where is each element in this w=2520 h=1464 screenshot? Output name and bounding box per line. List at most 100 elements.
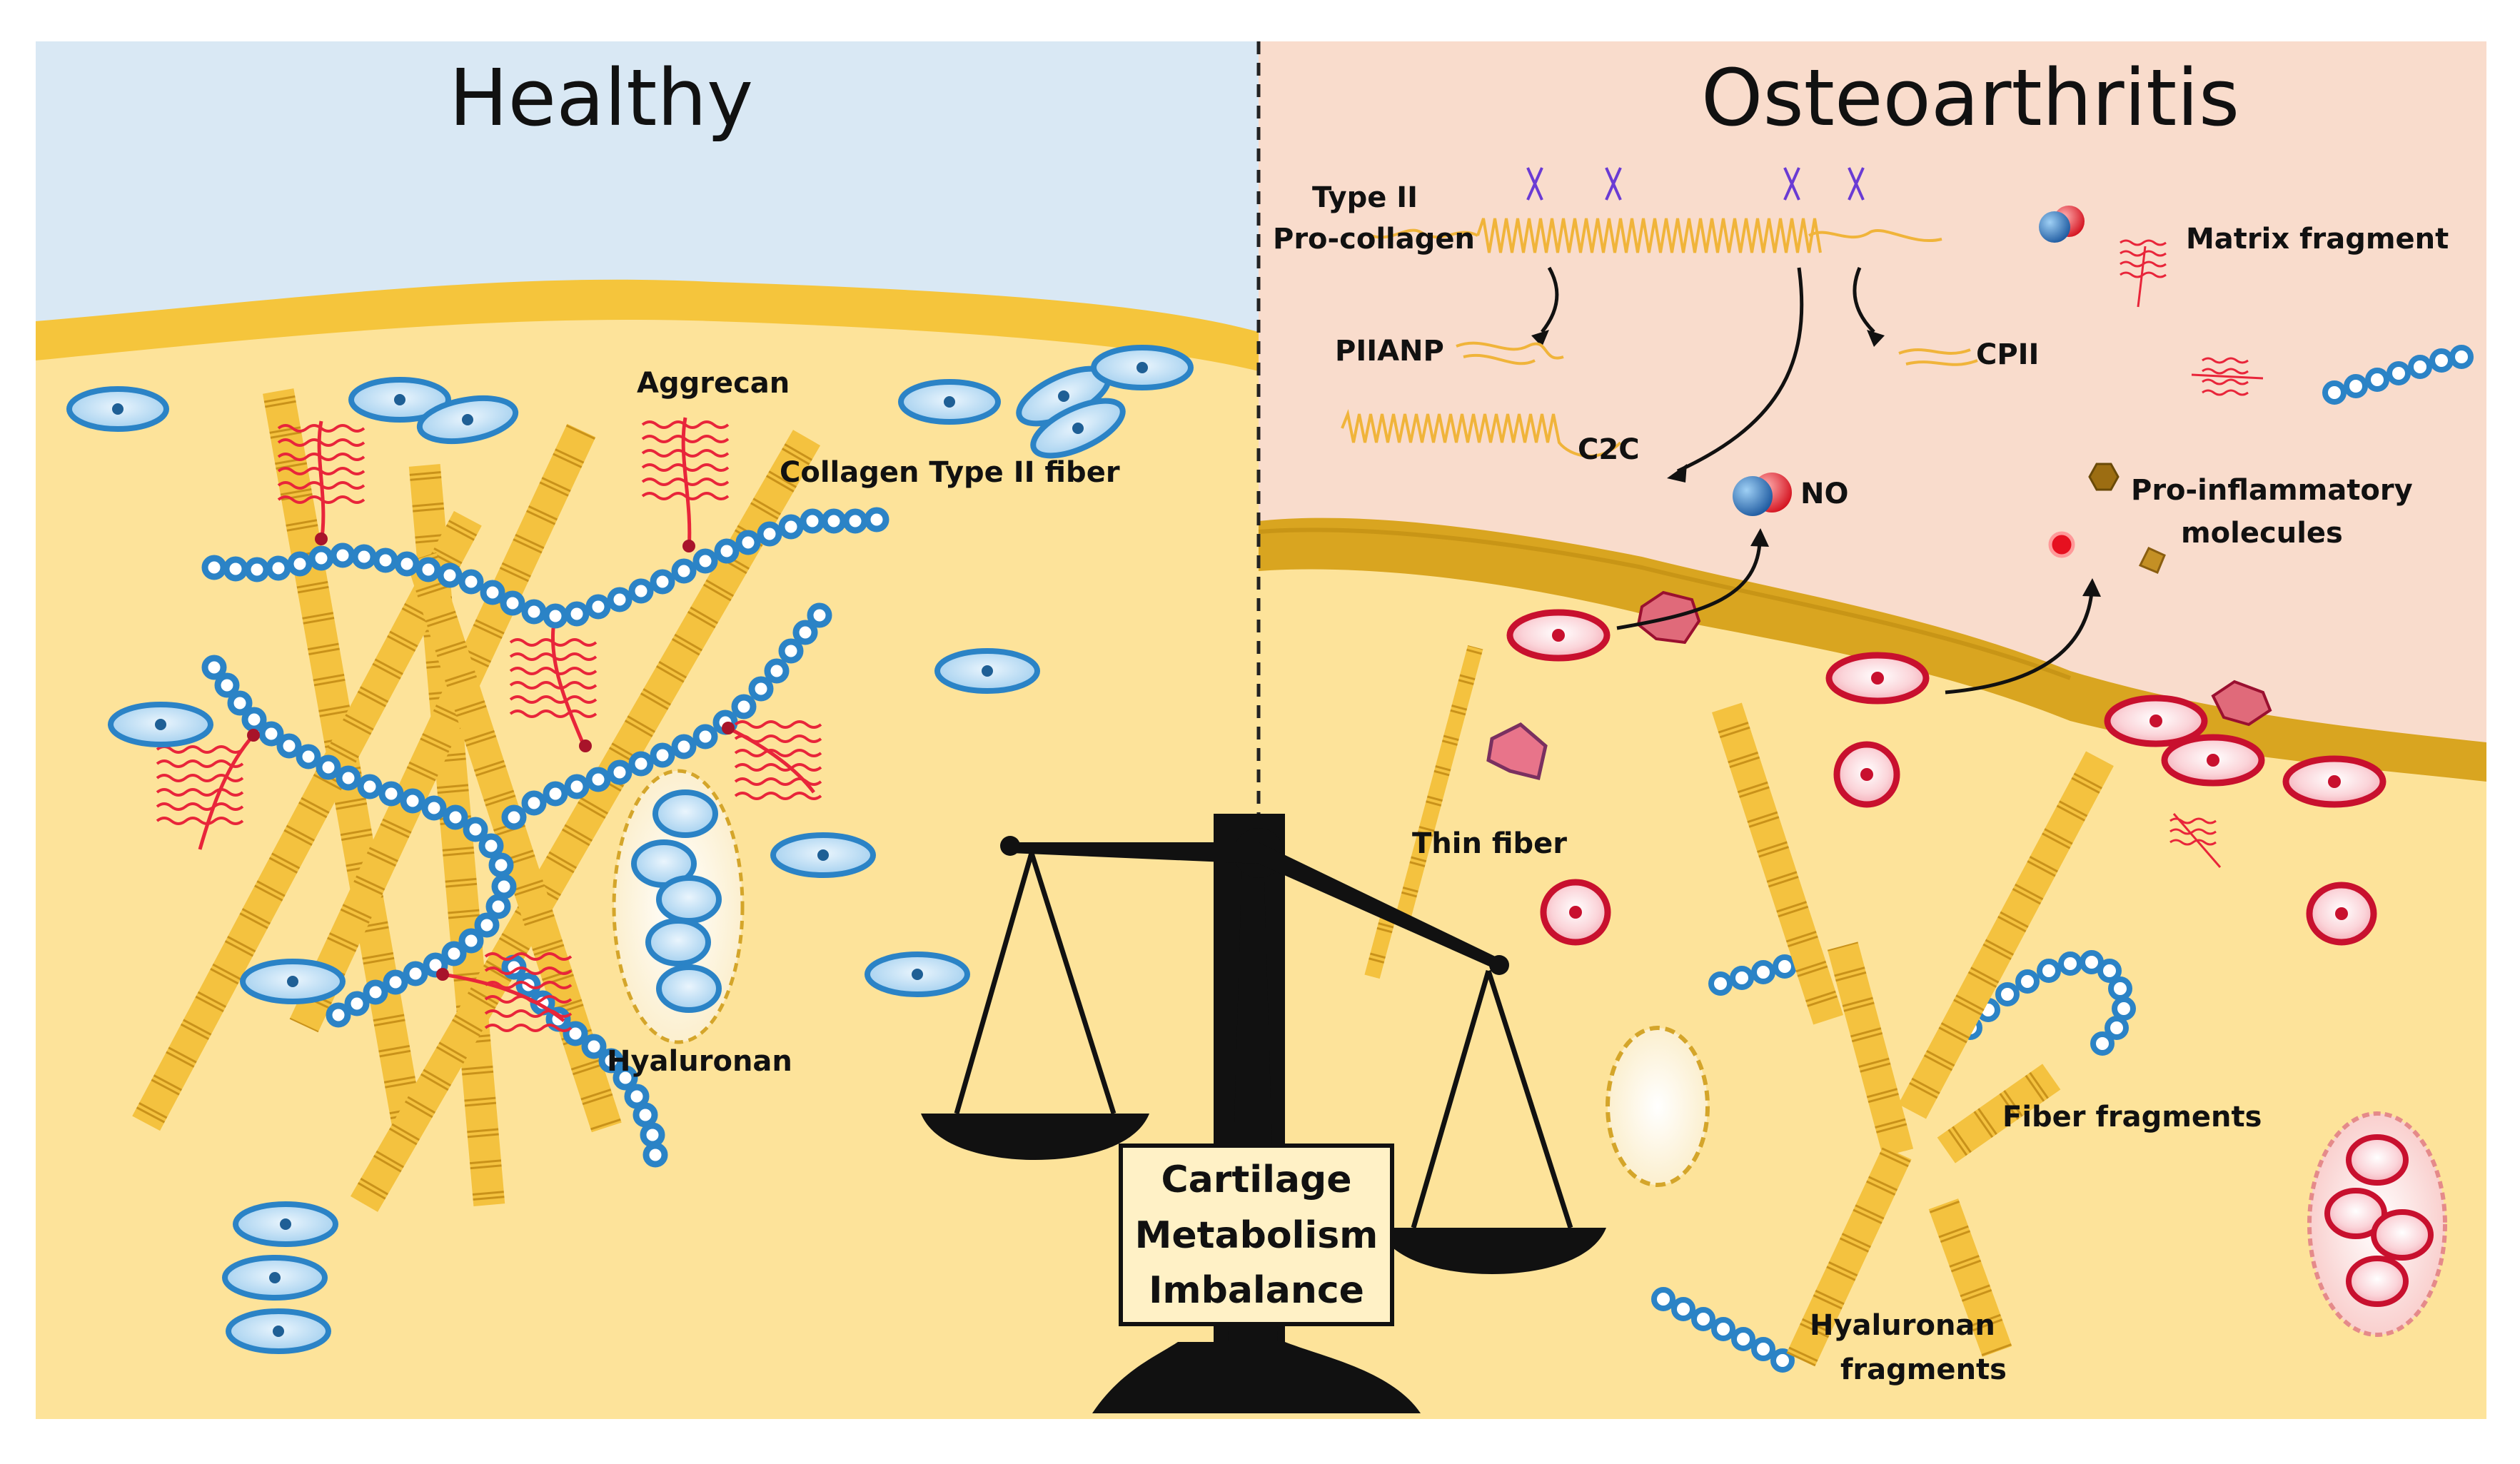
hyaluronan-bead [650,742,675,768]
arrow-to-c2c [1676,267,1804,473]
hyaluronan-bead [227,690,253,716]
hyaluronan-bead [478,833,504,859]
hyaluronan-bead [585,594,611,620]
release-arrowheads [1750,528,2101,597]
nucleus [269,1272,281,1283]
hyaluronan-bead [598,1048,624,1074]
hyaluronan-bead [864,507,889,532]
hyaluronan-bead [607,759,632,785]
hyaluronan-bead [214,672,240,698]
aggrecan-bristles [156,745,244,825]
hyaluronan-bead [692,724,718,749]
aggrecan-core [198,734,255,850]
nucleus [944,396,955,408]
hyaluronan-bead [201,655,227,680]
hyaluronan-bead [640,1122,665,1148]
label-pro-collagen: Pro-collagen [1273,223,1475,256]
arrow-to-proinflammatory [1945,592,2094,695]
nucleus [2328,775,2341,788]
arrowheads [1531,330,1885,483]
hyaluronan-bead [491,874,517,899]
hyaluronan-bead [807,602,832,628]
nucleus [2149,715,2162,727]
hyaluronan-bead [500,590,525,616]
aggrecan-core [550,627,588,750]
nucleus [273,1326,284,1337]
link-protein [579,739,592,752]
nitrogen-atom [2039,211,2070,243]
procollagen-helix [1476,218,1822,253]
hyaluronan-bead [223,556,248,582]
hyaluronan-bead [1671,1297,1695,1321]
procollagen-c-terminal [1808,229,1942,242]
cytokine-square [2138,547,2166,574]
hyaluronan-bead [2408,355,2432,379]
link-protein [722,722,735,734]
hyaluronan-bead [2429,348,2454,373]
healthy-title: Healthy [449,52,753,143]
balance-label-line2: Metabolism [1135,1214,1379,1257]
hyaluronan-bead [692,548,718,574]
hyaluronan-bead [316,754,341,780]
label-pro-inflammatory: Pro-inflammatory [2131,474,2413,507]
nucleus [1871,672,1884,685]
collagen-fiber [350,430,821,1212]
cell-debris [1486,590,2272,781]
procollagen-n-terminal [1370,228,1478,239]
hyaluronan-bead [296,744,321,769]
collagen-cleavage-arrows [1541,266,1875,473]
hyaluronan-bead [842,508,868,534]
nucleus [2207,754,2219,767]
cpii-fragment [1898,348,1978,366]
chondrocyte [645,918,711,966]
hyaluronan-bead [488,852,514,878]
scissors-icon [1526,167,1543,201]
aggrecan-linkers [247,532,735,981]
matrix-fragment [2120,239,2167,308]
label-thin-fiber: Thin fiber [1412,827,1567,860]
nucleus [394,394,405,405]
label-c2c: C2C [1578,433,1640,466]
hyaluronan-bead [1711,1317,1735,1341]
matrix-fragments [2120,239,2264,868]
proinflammatory-molecules [2048,463,2166,574]
label-hyaluronan: Hyaluronan [607,1045,792,1078]
hyaluronan-bead [521,790,547,816]
hyaluronan-bead [2015,969,2040,994]
hyaluronan-bead [764,658,790,684]
beam-end-right [1489,955,1509,975]
procollagen-molecule [1370,218,1942,253]
balance-label-box [1119,1144,1394,1326]
chondrocyte [2324,1188,2387,1239]
hyaluronan-bead [463,817,488,842]
aggrecan-core [442,972,565,1022]
hyaluronan-bead [383,969,408,995]
oa-title: Osteoarthritis [1701,52,2239,143]
oa-surface-highlight [1258,527,2072,680]
matrix-fragment [2169,813,2222,868]
hyaluronan-bead [326,1002,351,1028]
cell-debris-fragment [1486,722,1548,781]
aggrecan-bristles [734,720,822,800]
left-chain [954,852,1034,1114]
hyaluronan-bead [731,694,757,720]
arrowhead [1531,330,1549,347]
hyaluronan-bead [400,788,425,814]
hyaluronan-bead [363,979,388,1005]
hyaluronan-bead [792,620,818,645]
hyaluronan-bead [378,781,404,807]
chondrocyte [652,789,718,838]
label-hyaluronan-fragments-2: fragments [1840,1353,2007,1386]
nitrogen-atom [1733,476,1773,516]
lacuna-cells [631,789,722,1013]
hyaluronan-bead [563,1021,588,1046]
hyaluronan-bead [415,557,441,582]
scissors-icon [1783,167,1800,201]
chondrocyte [656,875,722,924]
nucleus [1072,423,1084,434]
hyaluronan-bead [613,1065,638,1091]
label-collagen-type-ii-fiber: Collagen Type II fiber [780,456,1120,489]
hyaluronan-bead [266,555,291,581]
hyaluronan-bead [2449,345,2474,369]
hyaluronan-bead [581,1034,607,1059]
